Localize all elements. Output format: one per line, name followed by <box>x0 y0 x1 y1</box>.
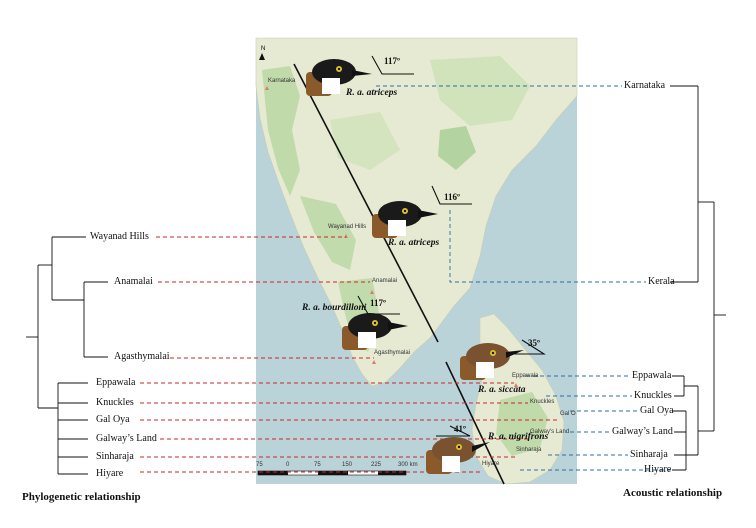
bird-name: R. a. nigrifrons <box>488 432 549 442</box>
western-ghats-forest <box>262 66 300 196</box>
north-arrow-icon <box>259 53 265 60</box>
scale-label: 0 <box>286 462 290 468</box>
bird-name: R. a. siccata <box>478 385 526 395</box>
phylo-taxon: Sinharaja <box>96 451 134 462</box>
scale-label: 150 <box>342 462 353 468</box>
phylogenetic-caption: Phylogenetic relationship <box>22 491 141 503</box>
acoustic-taxon: Hiyare <box>644 464 672 475</box>
bill-angle: 41º <box>454 424 466 434</box>
acoustic-taxon: Galway’s Land <box>612 426 673 437</box>
bird-name: R. a. bourdilloni <box>302 303 367 313</box>
eastern-forest <box>430 56 530 126</box>
bill-angle: 117º <box>384 56 400 66</box>
scale-label: 225 <box>371 462 382 468</box>
scale-label: 75 <box>314 462 321 468</box>
phylo-taxon: Eppawala <box>96 377 136 388</box>
acoustic-caption: Acoustic relationship <box>623 487 723 499</box>
phylo-taxon: Anamalai <box>114 276 153 287</box>
bird-head-icon <box>372 201 438 238</box>
phylo-taxon: Hiyare <box>96 468 124 479</box>
nilgiri-forest <box>300 196 356 270</box>
deccan-forest <box>330 112 400 170</box>
bill-angle: 117º <box>370 298 386 308</box>
acoustic-links <box>376 85 672 471</box>
phylogenetic-tree <box>26 236 108 475</box>
range-divider-srilanka <box>445 361 505 485</box>
phylo-taxon: Gal Oya <box>96 414 130 425</box>
phylo-taxon: Agasthymalai <box>114 351 170 362</box>
map-label-hiyare: Hiyare <box>482 461 500 467</box>
map-label-gal-o: Gal O <box>560 411 576 417</box>
phylogeny-links <box>140 236 560 473</box>
phylo-taxon: Wayanad Hills <box>90 231 149 242</box>
acoustic-tree <box>670 85 726 471</box>
phylo-taxon: Galway’s Land <box>96 433 157 444</box>
map: N <box>255 37 578 485</box>
map-label-agasthymalai: Agasthymalai <box>374 350 411 356</box>
bird-name: R. a. atriceps <box>388 238 440 248</box>
bird-head-icon <box>306 59 372 96</box>
map-label-sinharaja: Sinharaja <box>516 447 542 453</box>
bill-angle: 35º <box>528 338 540 348</box>
scale-label: 75 <box>256 462 263 468</box>
bill-angle: 116º <box>444 192 460 202</box>
map-label-knuckles: Knuckles <box>530 399 555 405</box>
bird-name: R. a. atriceps <box>346 88 398 98</box>
acoustic-taxon: Gal Oya <box>640 405 674 416</box>
map-label-anamalai: Anamalai <box>372 278 398 284</box>
sri-lanka-forest <box>496 392 548 456</box>
acoustic-taxon: Eppawala <box>632 370 672 381</box>
bird-head-icon <box>342 313 408 350</box>
map-label-karnataka: Karnataka <box>268 78 296 84</box>
acoustic-taxon: Sinharaja <box>630 449 668 460</box>
range-divider-india <box>293 63 439 343</box>
bird-heads <box>306 59 524 474</box>
phylo-taxon: Knuckles <box>96 397 134 408</box>
bird-head-icon <box>426 437 490 474</box>
bird-head-icon <box>460 343 524 380</box>
acoustic-taxon: Knuckles <box>634 390 672 401</box>
north-label: N <box>261 46 265 52</box>
acoustic-taxon: Kerala <box>648 276 675 287</box>
map-label-galways: Galway's Land <box>530 429 570 435</box>
acoustic-taxon: Karnataka <box>624 80 666 91</box>
map-label-eppawala: Eppawala <box>512 373 539 379</box>
bill-angle-marks <box>357 55 546 437</box>
scale-label: 300 km <box>398 462 418 468</box>
scale-bar <box>257 470 407 476</box>
hill-forest <box>438 126 476 170</box>
map-label-wayanad: Wayanad Hills <box>328 224 367 230</box>
